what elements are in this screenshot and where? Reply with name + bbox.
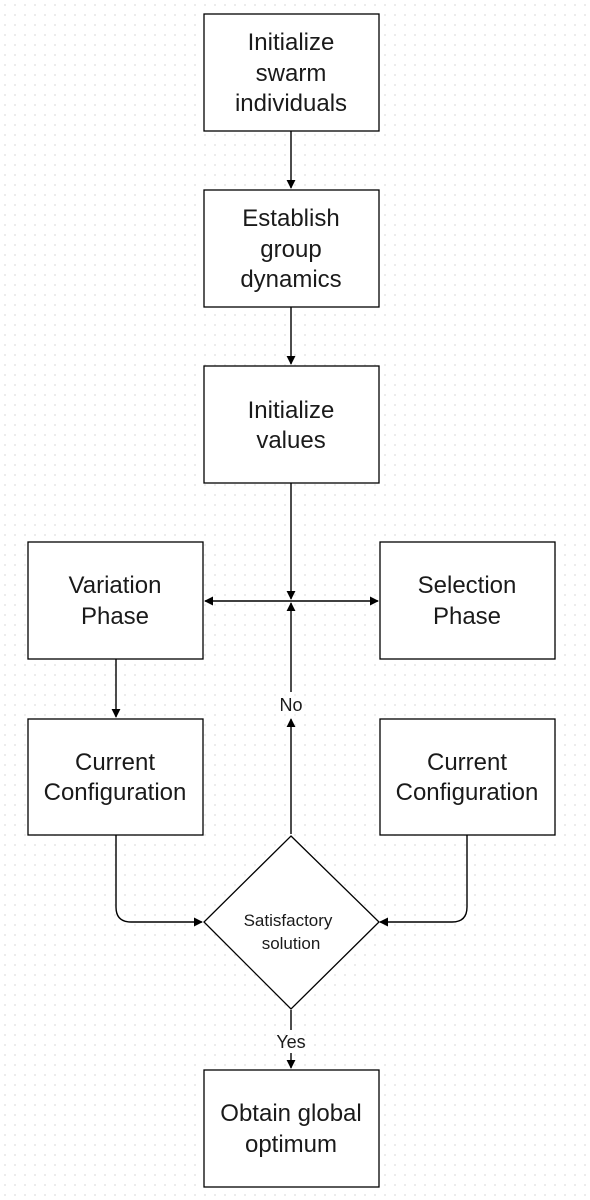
node-selection-phase-line-1: Selection	[418, 572, 517, 599]
node-group-dynamics: Establish group dynamics	[203, 189, 380, 308]
node-init-swarm-line-1: Initialize	[248, 29, 335, 56]
yes-label: Yes	[276, 1032, 305, 1052]
edge-label-no: No	[279, 695, 302, 715]
node-selection-phase-line-2: Phase	[433, 603, 501, 630]
node-group-dynamics-line-2: group	[260, 236, 321, 263]
node-init-values-line-1: Initialize	[248, 397, 335, 424]
node-variation-phase: Variation Phase	[27, 541, 204, 660]
no-label: No	[279, 695, 302, 715]
node-selection-phase: Selection Phase	[379, 541, 556, 660]
edge-config-right-to-decision	[379, 835, 468, 927]
node-current-configuration-left: Current Configuration	[27, 718, 204, 836]
node-satisfactory-solution-line-1: Satisfactory	[244, 911, 333, 930]
node-init-values-line-2: values	[256, 427, 325, 454]
edges	[111, 131, 468, 1069]
node-group-dynamics-line-3: dynamics	[240, 266, 341, 293]
edge-label-yes: Yes	[276, 1032, 305, 1052]
node-obtain-global-optimum: Obtain global optimum	[203, 1069, 380, 1188]
node-current-configuration-right-line-1: Current	[427, 749, 507, 776]
node-satisfactory-solution-line-2: solution	[262, 934, 321, 953]
node-init-swarm-line-2: swarm	[256, 60, 327, 87]
node-current-configuration-right: Current Configuration	[379, 718, 556, 836]
node-current-configuration-left-line-2: Configuration	[44, 779, 187, 806]
node-obtain-global-optimum-line-1: Obtain global	[220, 1100, 361, 1127]
node-group-dynamics-line-1: Establish	[242, 205, 339, 232]
node-init-values: Initialize values	[203, 365, 380, 484]
node-variation-phase-line-2: Phase	[81, 603, 149, 630]
edge-config-left-to-decision	[115, 835, 203, 927]
node-current-configuration-left-line-1: Current	[75, 749, 155, 776]
node-init-swarm: Initialize swarm individuals	[203, 13, 380, 132]
node-current-configuration-right-line-2: Configuration	[396, 779, 539, 806]
node-variation-phase-line-1: Variation	[69, 572, 162, 599]
node-init-swarm-line-3: individuals	[235, 90, 347, 117]
node-obtain-global-optimum-line-2: optimum	[245, 1131, 337, 1158]
node-satisfactory-solution: Satisfactory solution	[203, 835, 380, 1010]
